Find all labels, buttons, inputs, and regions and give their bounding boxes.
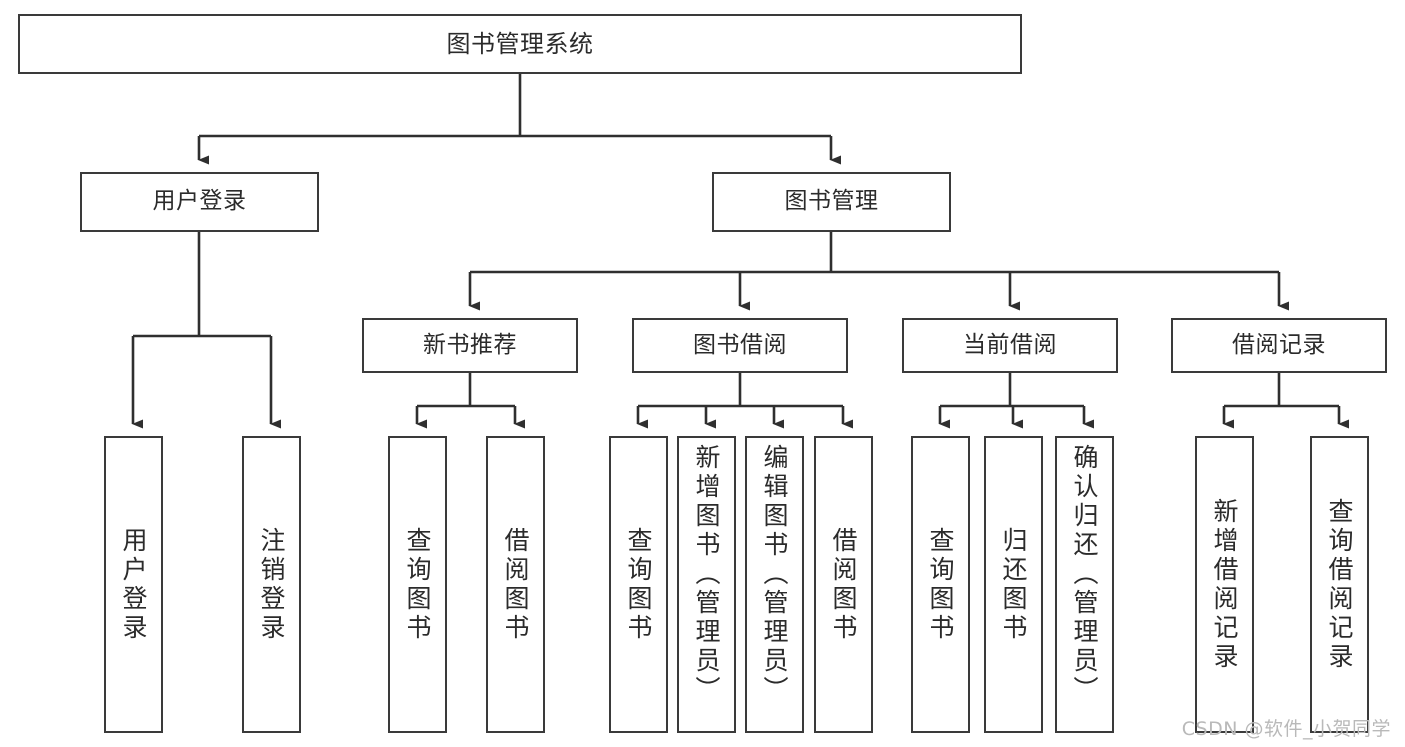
leaf-query-book-2[interactable]: 查询图书	[609, 436, 668, 733]
leaf-query-book-1-label: 查询图书	[403, 526, 432, 643]
leaf-confirm-return-label: 确认归还（管理员）	[1070, 444, 1099, 705]
leaf-query-book-3[interactable]: 查询图书	[911, 436, 970, 733]
leaf-query-book-3-label: 查询图书	[926, 526, 955, 643]
leaf-user-login[interactable]: 用户登录	[104, 436, 163, 733]
leaf-edit-book[interactable]: 编辑图书（管理员）	[745, 436, 804, 733]
leaf-query-record[interactable]: 查询借阅记录	[1310, 436, 1369, 733]
node-new-book-recommend[interactable]: 新书推荐	[362, 318, 578, 373]
leaf-return-book[interactable]: 归还图书	[984, 436, 1043, 733]
node-borrow-record[interactable]: 借阅记录	[1171, 318, 1387, 373]
watermark: CSDN @软件_小贺同学	[1181, 718, 1391, 740]
leaf-borrow-book-1[interactable]: 借阅图书	[486, 436, 545, 733]
leaf-user-login-label: 用户登录	[119, 526, 148, 643]
leaf-add-record[interactable]: 新增借阅记录	[1195, 436, 1254, 733]
leaf-borrow-book-2-label: 借阅图书	[829, 526, 858, 643]
leaf-borrow-book-2[interactable]: 借阅图书	[814, 436, 873, 733]
leaf-logout[interactable]: 注销登录	[242, 436, 301, 733]
leaf-query-book-1[interactable]: 查询图书	[388, 436, 447, 733]
node-user-login-label: 用户登录	[152, 188, 247, 215]
node-new-book-recommend-label: 新书推荐	[423, 331, 517, 358]
leaf-query-book-2-label: 查询图书	[624, 526, 653, 643]
leaf-add-record-label: 新增借阅记录	[1210, 497, 1239, 672]
node-book-borrow[interactable]: 图书借阅	[632, 318, 848, 373]
leaf-borrow-book-1-label: 借阅图书	[501, 526, 530, 643]
leaf-return-book-label: 归还图书	[999, 526, 1028, 643]
node-current-borrow-label: 当前借阅	[963, 331, 1057, 358]
node-book-borrow-label: 图书借阅	[693, 331, 787, 358]
leaf-query-record-label: 查询借阅记录	[1325, 497, 1354, 672]
node-book-management[interactable]: 图书管理	[712, 172, 951, 232]
leaf-edit-book-label: 编辑图书（管理员）	[760, 444, 789, 705]
leaf-confirm-return[interactable]: 确认归还（管理员）	[1055, 436, 1114, 733]
node-current-borrow[interactable]: 当前借阅	[902, 318, 1118, 373]
node-borrow-record-label: 借阅记录	[1232, 331, 1326, 358]
node-book-management-label: 图书管理	[784, 188, 879, 215]
leaf-add-book[interactable]: 新增图书（管理员）	[677, 436, 736, 733]
node-root[interactable]: 图书管理系统	[18, 14, 1022, 74]
node-user-login[interactable]: 用户登录	[80, 172, 319, 232]
leaf-add-book-label: 新增图书（管理员）	[692, 444, 721, 705]
node-root-label: 图书管理系统	[446, 29, 594, 58]
leaf-logout-label: 注销登录	[257, 526, 286, 643]
